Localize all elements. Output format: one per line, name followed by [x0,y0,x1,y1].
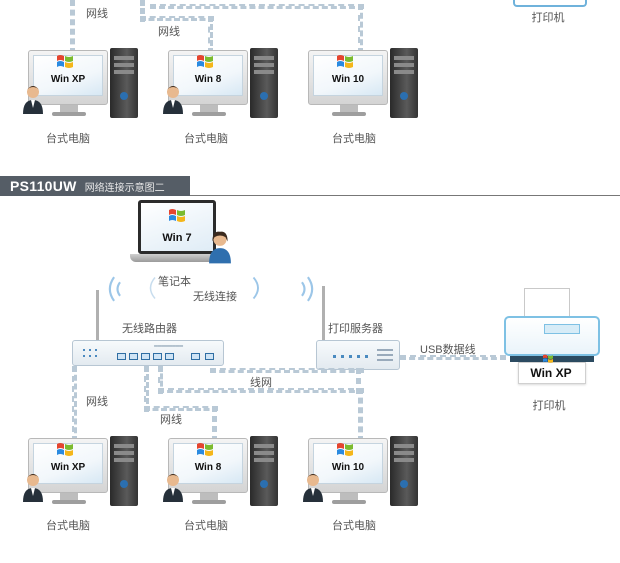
windows-logo-icon [197,443,213,456]
top-printer [513,0,587,7]
cable-router-printserver [210,368,364,373]
cable-label-3: 线网 [250,377,272,389]
user-avatar-icon [23,474,43,502]
laptop-label: 笔记本 [158,276,191,288]
windows-logo-icon [337,443,353,456]
top-cable-label-2: 网线 [158,26,180,38]
os-label: Win XP [50,74,86,85]
user-avatar-icon [209,231,231,264]
os-label: Win 10 [331,74,365,85]
desktop-2: Win 8 [163,436,280,508]
top-desktop-2: Win 8 [163,48,280,120]
desktop-3-label: 台式电脑 [332,520,376,532]
os-label: Win 8 [194,462,222,473]
top-desktop-2-label: 台式电脑 [184,133,228,145]
router-antenna-icon [96,290,99,340]
desktop-1-label: 台式电脑 [46,520,90,532]
print-server-antenna-icon [322,286,325,342]
desktop-2-label: 台式电脑 [184,520,228,532]
windows-logo-icon [169,209,185,222]
model-name: PS110UW [10,178,77,194]
wifi-signal-icon [149,277,156,299]
top-cable-6 [358,4,363,54]
windows-logo-icon [57,55,73,68]
printer: Win XP [496,288,604,390]
windows-logo-icon [337,55,353,68]
windows-logo-icon [57,443,73,456]
user-avatar-icon [163,474,183,502]
banner-subtitle: 网络连接示意图二 [84,182,165,194]
top-cable-1 [70,0,75,54]
usb-cable [400,355,506,360]
wireless-connection-label: 无线连接 [193,291,237,303]
print-server [316,340,400,370]
cable-label-2: 网线 [160,414,182,426]
desktop-1: Win XP [23,436,140,508]
top-cable-label-1: 网线 [86,8,108,20]
top-desktop-1: Win XP [23,48,140,120]
diagram-banner: PS110UW 网络连接示意图二 [0,176,620,196]
print-server-label: 打印服务器 [328,323,383,335]
printer-paper-text: Win XP [530,366,572,380]
router-brand-mark: ━━━━━━━━ [154,344,183,350]
wireless-router: ━━━━━━━━ [72,340,224,366]
os-label: Win 10 [331,462,365,473]
cable-label-1: 网线 [86,396,108,408]
laptop-os-label: Win 7 [162,232,192,244]
top-desktop-3: Win 10 [308,48,420,120]
os-label: Win 8 [194,74,222,85]
top-desktop-3-label: 台式电脑 [332,133,376,145]
laptop: Win 7 [130,200,240,270]
top-desktop-1-label: 台式电脑 [46,133,90,145]
cable-printserver-down [356,368,361,394]
printer-label: 打印机 [532,400,566,412]
top-cable-5 [150,4,364,9]
wifi-signal-icon [301,276,314,302]
windows-logo-icon [197,55,213,68]
user-avatar-icon [23,86,43,114]
wifi-signal-icon [108,276,121,302]
user-avatar-icon [163,86,183,114]
cable-router-pc3-c [358,388,363,442]
wifi-signal-icon [252,276,259,300]
windows-logo-icon [543,354,553,363]
top-printer-label: 打印机 [531,12,565,24]
router-label: 无线路由器 [122,323,177,335]
cable-router-pc1 [72,366,77,442]
desktop-3: Win 10 [303,436,420,508]
top-cable-3 [140,16,214,21]
usb-cable-label: USB数据线 [420,344,476,356]
os-label: Win XP [50,462,86,473]
user-avatar-icon [303,474,323,502]
